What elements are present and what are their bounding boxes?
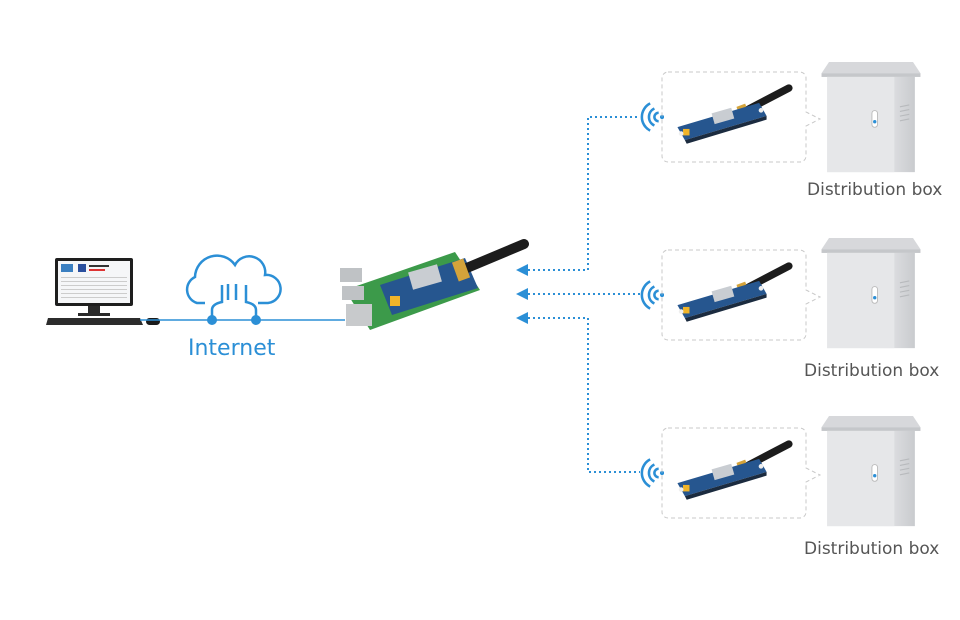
arrow-icons bbox=[516, 264, 528, 324]
cloud-icon bbox=[185, 254, 282, 318]
node-1 bbox=[640, 62, 922, 173]
node-3 bbox=[640, 416, 922, 527]
internet-label: Internet bbox=[188, 336, 276, 361]
wireless-signal-icon bbox=[640, 280, 664, 310]
distribution-box-icon bbox=[820, 238, 922, 349]
node-2 bbox=[640, 238, 922, 349]
wireless-signal-icon bbox=[640, 458, 664, 488]
node-label: Distribution box bbox=[804, 539, 940, 559]
node-label: Distribution box bbox=[807, 180, 943, 200]
distribution-box-icon bbox=[820, 62, 922, 173]
lora-hat-icon bbox=[677, 88, 788, 144]
wireless-signal-icon bbox=[640, 102, 664, 132]
raspberry-pi-gateway-icon bbox=[340, 239, 529, 330]
desktop-computer-icon bbox=[46, 258, 160, 325]
distribution-box-icon bbox=[820, 416, 922, 527]
lora-hat-icon bbox=[677, 266, 788, 322]
node-dot bbox=[207, 315, 217, 325]
node-label: Distribution box bbox=[804, 361, 940, 381]
wireless-links bbox=[528, 116, 640, 473]
node-dot bbox=[251, 315, 261, 325]
lora-hat-icon bbox=[677, 444, 788, 500]
